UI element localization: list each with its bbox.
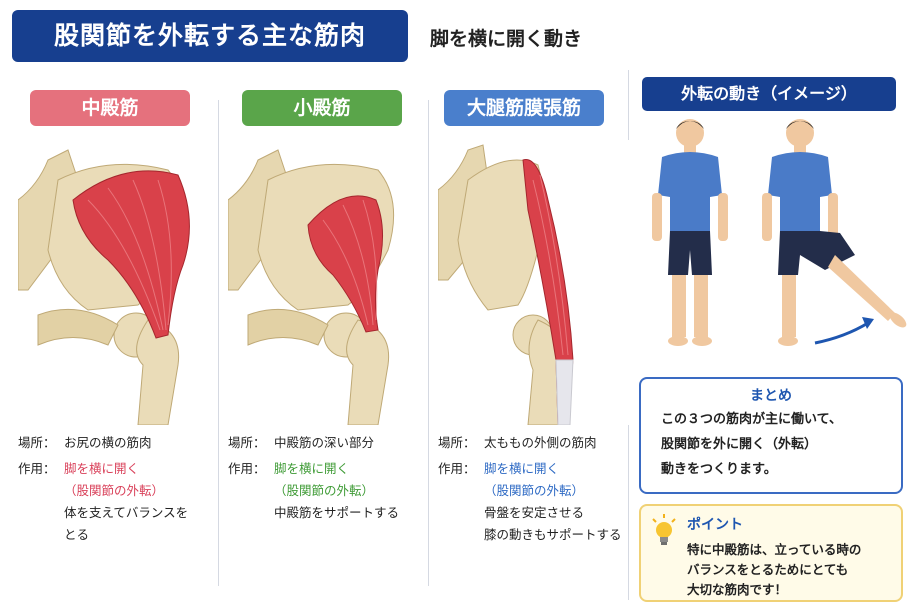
summary-line: 股関節を外に開く（外転） xyxy=(661,437,818,452)
point-line: バランスをとるためにとても xyxy=(687,562,849,577)
muscle-info: 場所： お尻の横の筋肉 作用： 脚を横に開く （股関節の外転） 体を支えてバランスを… xyxy=(18,432,218,546)
note-text: 中殿筋をサポートする xyxy=(274,505,400,520)
standing-person-figure xyxy=(652,119,728,346)
action-sub-text: （股関節の外転） xyxy=(274,483,375,498)
page-subtitle: 脚を横に開く動き xyxy=(430,28,583,50)
note-text: とる xyxy=(64,527,90,542)
tensor-fasciae-latae-illustration xyxy=(438,140,633,425)
muscle-card-gluteus-minimus: 小殿筋 場所： 中殿筋の深い部分 作用： 脚を横に開く （股関節の外転） 中殿筋をサ… xyxy=(228,90,423,590)
action-main-text: 脚を横に開く xyxy=(274,461,350,476)
action-label: 作用： xyxy=(438,461,476,476)
column-divider xyxy=(218,100,219,586)
point-line: 特に中殿筋は、立っている時の xyxy=(687,542,862,557)
motion-arrow-icon xyxy=(814,321,869,345)
summary-box: まとめ この３つの筋肉が主に働いて、 股関節を外に開く（外転） 動きをつくります… xyxy=(639,377,903,494)
abduction-motion-illustration xyxy=(640,115,915,360)
action-main-text: 脚を横に開く xyxy=(484,461,560,476)
muscle-info: 場所： 中殿筋の深い部分 作用： 脚を横に開く （股関節の外転） 中殿筋をサポートす… xyxy=(228,432,428,524)
summary-line: 動きをつくります。 xyxy=(661,462,777,477)
point-box: ポイント 特に中殿筋は、立っている時の バランスをとるためにとても 大切な筋肉で… xyxy=(639,504,903,602)
muscle-name-tag: 大腿筋膜張筋 xyxy=(444,90,604,126)
muscle-name-tag: 中殿筋 xyxy=(30,90,190,126)
action-sub-text: （股関節の外転） xyxy=(64,483,165,498)
action-sub-text: （股関節の外転） xyxy=(484,483,585,498)
abducting-person-figure xyxy=(762,119,907,346)
note-text: 体を支えてバランスを xyxy=(64,505,189,520)
location-text: 太ももの外側の筋肉 xyxy=(484,435,597,450)
location-text: お尻の横の筋肉 xyxy=(64,435,152,450)
gluteus-medius-illustration xyxy=(18,140,213,425)
action-main-text: 脚を横に開く xyxy=(64,461,140,476)
location-label: 場所： xyxy=(18,435,56,450)
note-text: 骨盤を安定させる xyxy=(484,505,585,520)
action-label: 作用： xyxy=(228,461,266,476)
summary-line: この３つの筋肉が主に働いて、 xyxy=(661,412,842,427)
muscle-name-tag: 小殿筋 xyxy=(242,90,402,126)
summary-heading: まとめ xyxy=(750,388,792,404)
location-text: 中殿筋の深い部分 xyxy=(274,435,375,450)
motion-panel-title: 外転の動き（イメージ） xyxy=(642,77,896,111)
muscle-card-tensor-fasciae-latae: 大腿筋膜張筋 場所： 太ももの外側の筋肉 作用： 脚を横に開く （股関節の外転） 骨… xyxy=(438,90,633,590)
muscle-card-gluteus-medius: 中殿筋 場所：お尻の横の筋肉 作用：脚を横に開く （股関節の外転） 体を支え xyxy=(18,90,213,590)
note-text: 膝の動きもサポートする xyxy=(484,527,622,542)
action-label: 作用： xyxy=(18,461,56,476)
muscle-info: 場所： 太ももの外側の筋肉 作用： 脚を横に開く （股関節の外転） 骨盤を安定させる… xyxy=(438,432,638,546)
lightbulb-icon xyxy=(652,514,676,545)
location-label: 場所： xyxy=(438,435,476,450)
gluteus-minimus-illustration xyxy=(228,140,423,425)
point-line: 大切な筋肉です！ xyxy=(687,582,788,597)
point-heading: ポイント xyxy=(687,517,743,533)
page-title: 股関節を外転する主な筋肉 xyxy=(12,10,408,62)
location-label: 場所： xyxy=(228,435,266,450)
column-divider xyxy=(428,100,429,586)
